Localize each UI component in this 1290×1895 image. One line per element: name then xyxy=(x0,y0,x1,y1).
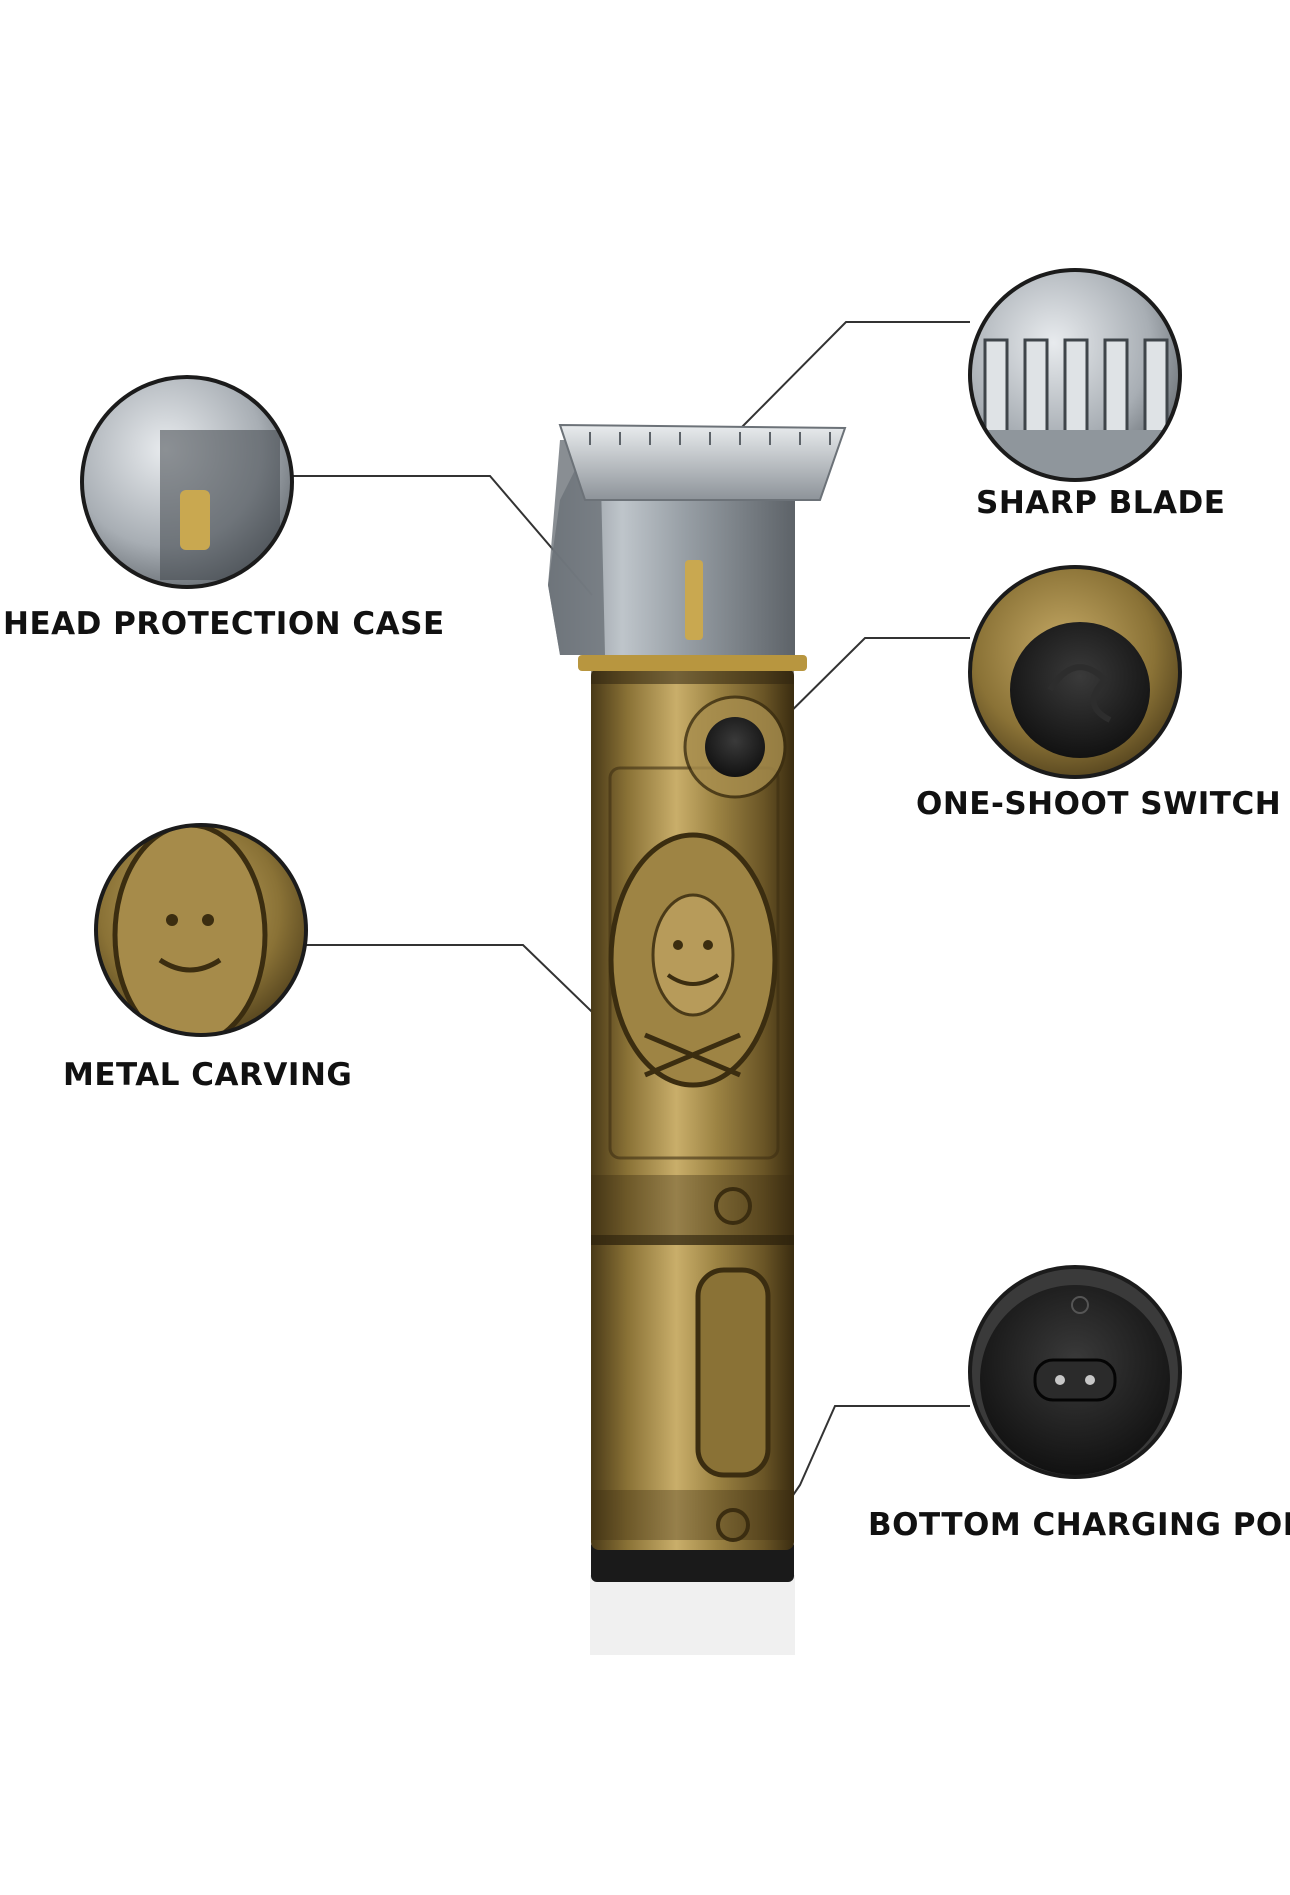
switch-detail-circle xyxy=(968,565,1182,779)
label-bottom-charging-port: BOTTOM CHARGING PORT xyxy=(868,1507,1290,1543)
metal-carving-detail-circle xyxy=(94,823,308,1037)
charging-port-detail-circle xyxy=(968,1265,1182,1479)
label-metal-carving: METAL CARVING xyxy=(63,1057,353,1093)
trimmer-blade xyxy=(558,423,847,501)
power-switch-button xyxy=(705,717,765,777)
trimmer-product-image xyxy=(548,423,847,1655)
label-one-shoot-switch: ONE-SHOOT SWITCH xyxy=(916,786,1282,822)
head-protection-detail-circle xyxy=(80,375,294,589)
label-sharp-blade: SHARP BLADE xyxy=(976,485,1226,521)
head-protection-guard xyxy=(548,470,795,655)
sharp-blade-detail-circle xyxy=(968,268,1182,482)
label-head-protection-case: HEAD PROTECTION CASE xyxy=(3,606,445,642)
